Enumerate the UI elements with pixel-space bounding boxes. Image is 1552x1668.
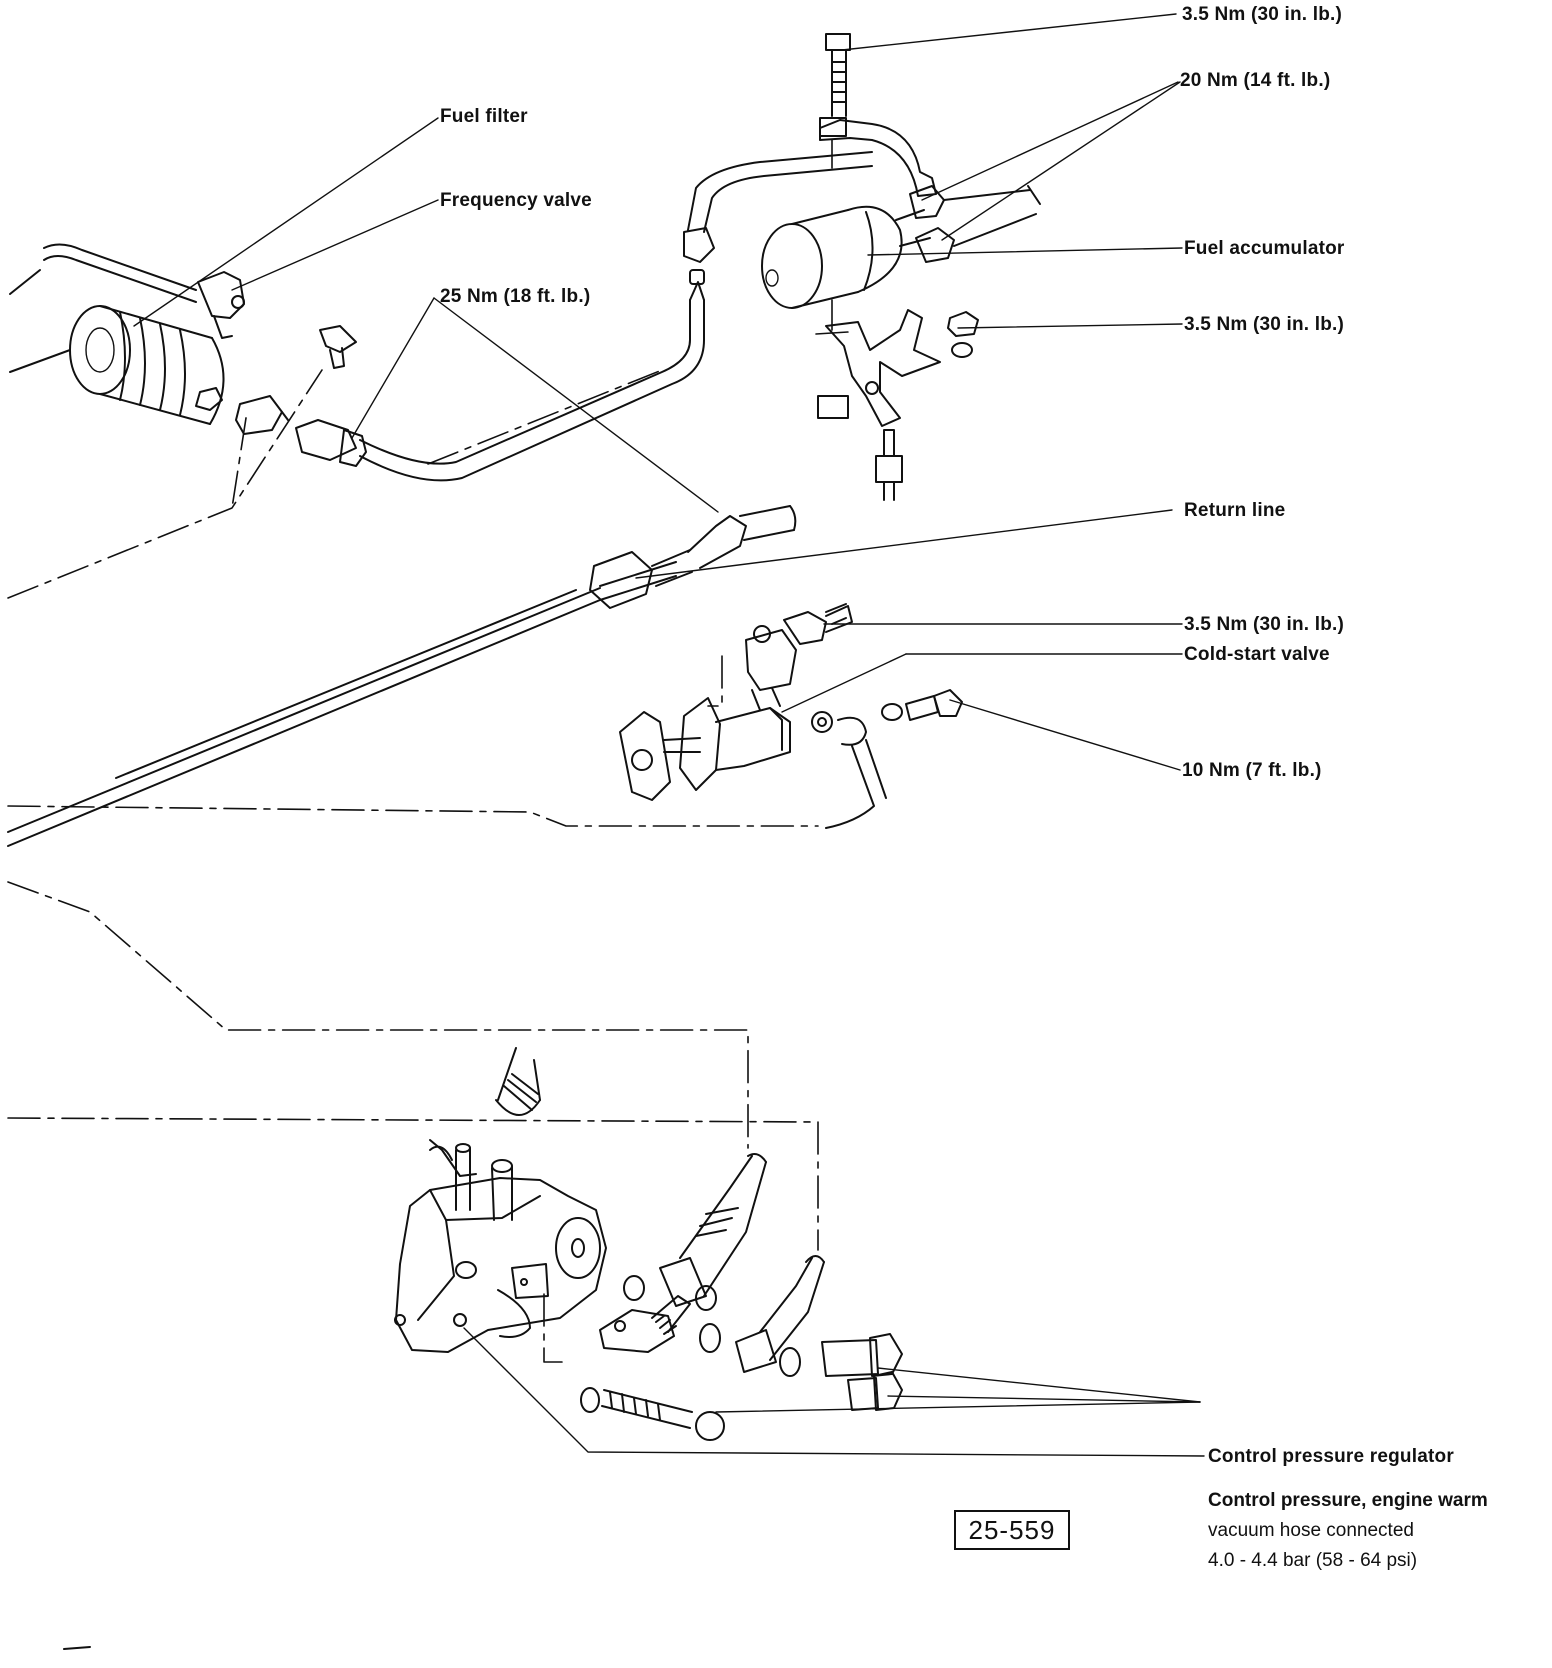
return-line-union (589, 506, 795, 609)
label-fuel-accumulator: Fuel accumulator (1184, 238, 1345, 259)
label-torque-banjo-bolt: 10 Nm (7 ft. lb.) (1182, 760, 1322, 781)
spec-note-condition: vacuum hose connected (1208, 1520, 1414, 1541)
label-torque-top-bolt: 3.5 Nm (30 in. lb.) (1182, 4, 1343, 25)
label-return-line: Return line (1184, 500, 1286, 521)
filter-fittings (235, 269, 705, 480)
corner-mark (64, 1647, 90, 1649)
accumulator-line (683, 152, 872, 263)
label-fuel-filter: Fuel filter (440, 106, 528, 127)
regulator-fittings (580, 1154, 903, 1441)
spec-note-value: 4.0 - 4.4 bar (58 - 64 psi) (1208, 1550, 1418, 1571)
cold-start-valve (620, 606, 963, 828)
label-cold-start-valve: Cold-start valve (1184, 644, 1330, 665)
frequency-valve (198, 272, 356, 368)
fuel-lines (8, 244, 676, 846)
dashed-flow-paths (8, 140, 848, 1362)
leader-lines (134, 14, 1204, 1456)
figure-number: 25-559 (954, 1510, 1070, 1550)
label-control-pressure-regulator: Control pressure regulator (1208, 1446, 1454, 1467)
label-frequency-valve: Frequency valve (440, 190, 592, 211)
label-torque-filter-fittings: 25 Nm (18 ft. lb.) (440, 286, 591, 307)
accumulator-lower-bracket (817, 310, 979, 500)
fuel-filter (69, 305, 224, 424)
spec-note-title: Control pressure, engine warm (1208, 1490, 1488, 1511)
control-pressure-regulator (394, 1048, 690, 1352)
cold-start-line-stubs (826, 604, 846, 624)
fuel-accumulator (761, 185, 1040, 309)
label-torque-cold-start-bolt: 3.5 Nm (30 in. lb.) (1184, 614, 1345, 635)
accumulator-upper-clamp (819, 34, 936, 196)
label-torque-bracket-nut: 3.5 Nm (30 in. lb.) (1184, 314, 1345, 335)
label-torque-accumulator-fittings: 20 Nm (14 ft. lb.) (1180, 70, 1331, 91)
